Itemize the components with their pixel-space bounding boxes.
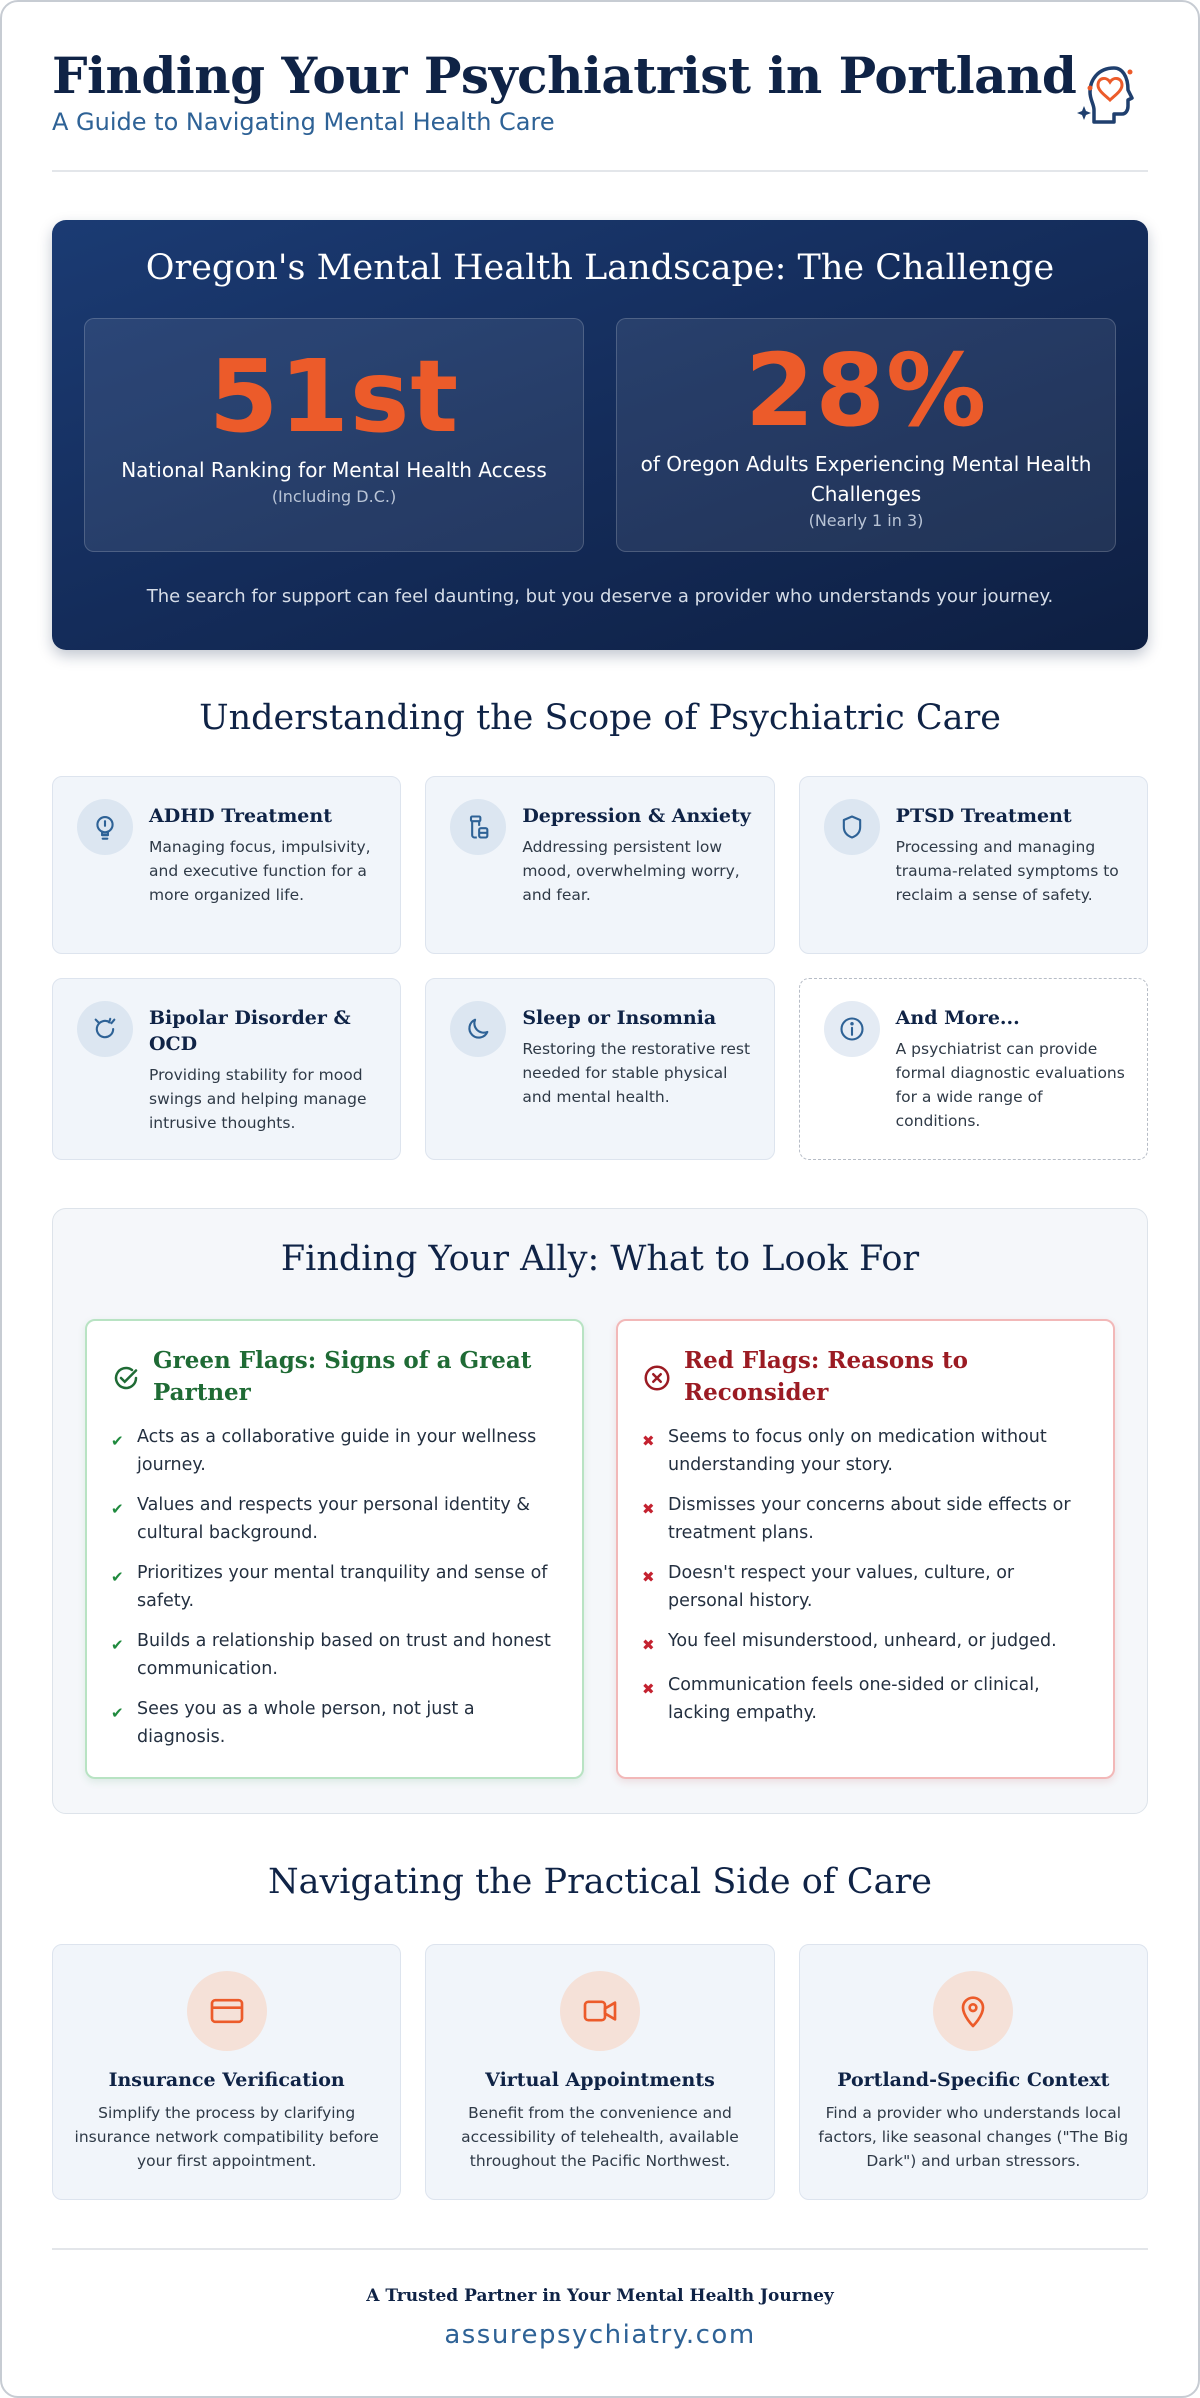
check-circle-icon bbox=[114, 1366, 138, 1390]
credit-card-icon bbox=[186, 1971, 267, 2051]
green-flags-card: Green Flags: Signs of a Great Partner ✔A… bbox=[85, 1319, 584, 1779]
practical-card-insurance: Insurance Verification Simplify the proc… bbox=[52, 1944, 402, 2200]
list-item: ✔Sees you as a whole person, not just a … bbox=[111, 1695, 558, 1751]
footer-tagline: A Trusted Partner in Your Mental Health … bbox=[366, 2286, 834, 2306]
green-flags-list: ✔Acts as a collaborative guide in your w… bbox=[111, 1423, 558, 1751]
stat-note: (Including D.C.) bbox=[271, 487, 397, 506]
card-text: Providing stability for mood swings and … bbox=[149, 1066, 367, 1132]
scope-grid: ADHD Treatment Managing focus, impulsivi… bbox=[52, 776, 1148, 1160]
moon-icon bbox=[450, 1001, 507, 1057]
challenge-title: Oregon's Mental Health Landscape: The Ch… bbox=[145, 248, 1055, 288]
card-text: Restoring the restorative rest needed fo… bbox=[522, 1040, 751, 1106]
card-text: Managing focus, impulsivity, and executi… bbox=[149, 838, 371, 904]
practical-card-virtual: Virtual Appointments Benefit from the co… bbox=[425, 1944, 775, 2200]
shield-icon bbox=[823, 799, 880, 855]
card-title: And More... bbox=[895, 1007, 1020, 1029]
stat-label: of Oregon Adults Experiencing Mental Hea… bbox=[640, 452, 1092, 506]
list-item: ✔Builds a relationship based on trust an… bbox=[111, 1627, 558, 1683]
practical-card-portland: Portland-Specific Context Find a provide… bbox=[798, 1944, 1148, 2200]
scope-card-ptsd: PTSD Treatment Processing and managing t… bbox=[798, 776, 1148, 954]
card-text: Find a provider who understands local fa… bbox=[818, 2104, 1129, 2170]
scope-card-bipolar-ocd: Bipolar Disorder & OCD Providing stabili… bbox=[52, 978, 402, 1160]
scope-title: Understanding the Scope of Psychiatric C… bbox=[199, 698, 1001, 738]
list-item: ✖Dismisses your concerns about side effe… bbox=[642, 1491, 1089, 1547]
list-item: ✖Doesn't respect your values, culture, o… bbox=[642, 1559, 1089, 1615]
red-flags-list: ✖Seems to focus only on medication witho… bbox=[642, 1423, 1089, 1727]
medication-icon bbox=[450, 799, 507, 855]
ally-section: Finding Your Ally: What to Look For Gree… bbox=[52, 1208, 1148, 1814]
scope-card-sleep: Sleep or Insomnia Restoring the restorat… bbox=[425, 978, 775, 1160]
check-icon: ✔ bbox=[111, 1568, 124, 1586]
footer-website-link[interactable]: assurepsychiatry.com bbox=[444, 2320, 756, 2350]
card-text: Benefit from the convenience and accessi… bbox=[461, 2104, 739, 2170]
footer: A Trusted Partner in Your Mental Health … bbox=[52, 2248, 1148, 2350]
list-item: ✔Prioritizes your mental tranquility and… bbox=[111, 1559, 558, 1615]
cycle-icon bbox=[77, 1001, 133, 1057]
card-title: Portland-Specific Context bbox=[837, 2069, 1110, 2091]
card-title: Sleep or Insomnia bbox=[522, 1007, 717, 1029]
cross-icon: ✖ bbox=[642, 1432, 655, 1450]
list-item: ✖You feel misunderstood, unheard, or jud… bbox=[642, 1627, 1089, 1659]
list-item: ✖Seems to focus only on medication witho… bbox=[642, 1423, 1089, 1479]
card-text: A psychiatrist can provide formal diagno… bbox=[895, 1040, 1125, 1130]
check-icon: ✔ bbox=[111, 1704, 124, 1722]
challenge-banner: Oregon's Mental Health Landscape: The Ch… bbox=[52, 220, 1148, 650]
scope-card-depression-anxiety: Depression & Anxiety Addressing persiste… bbox=[425, 776, 775, 954]
check-icon: ✔ bbox=[111, 1500, 124, 1518]
list-item: ✔Values and respects your personal ident… bbox=[111, 1491, 558, 1547]
challenge-footer: The search for support can feel daunting… bbox=[146, 586, 1054, 607]
card-title: PTSD Treatment bbox=[895, 805, 1072, 827]
page-title: Finding Your Psychiatrist in Portland bbox=[52, 46, 1077, 105]
page-subtitle: A Guide to Navigating Mental Health Care bbox=[52, 108, 555, 136]
card-title: ADHD Treatment bbox=[149, 805, 332, 827]
card-title: Bipolar Disorder & OCD bbox=[149, 1007, 351, 1055]
scope-card-adhd: ADHD Treatment Managing focus, impulsivi… bbox=[52, 776, 402, 954]
green-flags-title: Green Flags: Signs of a Great Partner bbox=[153, 1347, 532, 1406]
check-icon: ✔ bbox=[111, 1432, 124, 1450]
cross-icon: ✖ bbox=[642, 1636, 655, 1654]
card-title: Depression & Anxiety bbox=[522, 805, 751, 827]
head-heart-icon bbox=[1077, 66, 1134, 124]
header: Finding Your Psychiatrist in Portland A … bbox=[52, 2, 1148, 172]
map-pin-icon bbox=[933, 1971, 1014, 2051]
check-icon: ✔ bbox=[111, 1636, 124, 1654]
stat-note: (Nearly 1 in 3) bbox=[808, 511, 924, 530]
scope-card-more: And More... A psychiatrist can provide f… bbox=[798, 978, 1148, 1160]
card-text: Simplify the process by clarifying insur… bbox=[74, 2104, 379, 2170]
ally-title: Finding Your Ally: What to Look For bbox=[280, 1239, 920, 1279]
x-circle-icon bbox=[644, 1365, 670, 1391]
stat-value: 51st bbox=[208, 338, 460, 455]
stat-value: 28% bbox=[744, 332, 988, 449]
video-camera-icon bbox=[559, 1971, 640, 2051]
stat-label: National Ranking for Mental Health Acces… bbox=[121, 458, 547, 482]
practical-title: Navigating the Practical Side of Care bbox=[268, 1862, 932, 1902]
stats-row: 51st National Ranking for Mental Health … bbox=[84, 318, 1116, 552]
lightbulb-icon bbox=[77, 799, 133, 855]
red-flags-title: Red Flags: Reasons to Reconsider bbox=[684, 1347, 968, 1406]
practical-grid: Insurance Verification Simplify the proc… bbox=[52, 1944, 1148, 2200]
red-flags-card: Red Flags: Reasons to Reconsider ✖Seems … bbox=[616, 1319, 1115, 1779]
list-item: ✖Communication feels one-sided or clinic… bbox=[642, 1671, 1089, 1727]
card-title: Virtual Appointments bbox=[485, 2069, 715, 2091]
flags-columns: Green Flags: Signs of a Great Partner ✔A… bbox=[85, 1319, 1115, 1779]
card-text: Addressing persistent low mood, overwhel… bbox=[522, 838, 740, 904]
info-icon bbox=[823, 1001, 880, 1057]
card-text: Processing and managing trauma-related s… bbox=[895, 838, 1119, 904]
list-item: ✔Acts as a collaborative guide in your w… bbox=[111, 1423, 558, 1479]
cross-icon: ✖ bbox=[642, 1680, 655, 1698]
stat-card-percentage: 28% of Oregon Adults Experiencing Mental… bbox=[616, 318, 1116, 552]
card-title: Insurance Verification bbox=[108, 2069, 345, 2091]
cross-icon: ✖ bbox=[642, 1500, 655, 1518]
cross-icon: ✖ bbox=[642, 1568, 655, 1586]
stat-card-ranking: 51st National Ranking for Mental Health … bbox=[84, 318, 584, 552]
